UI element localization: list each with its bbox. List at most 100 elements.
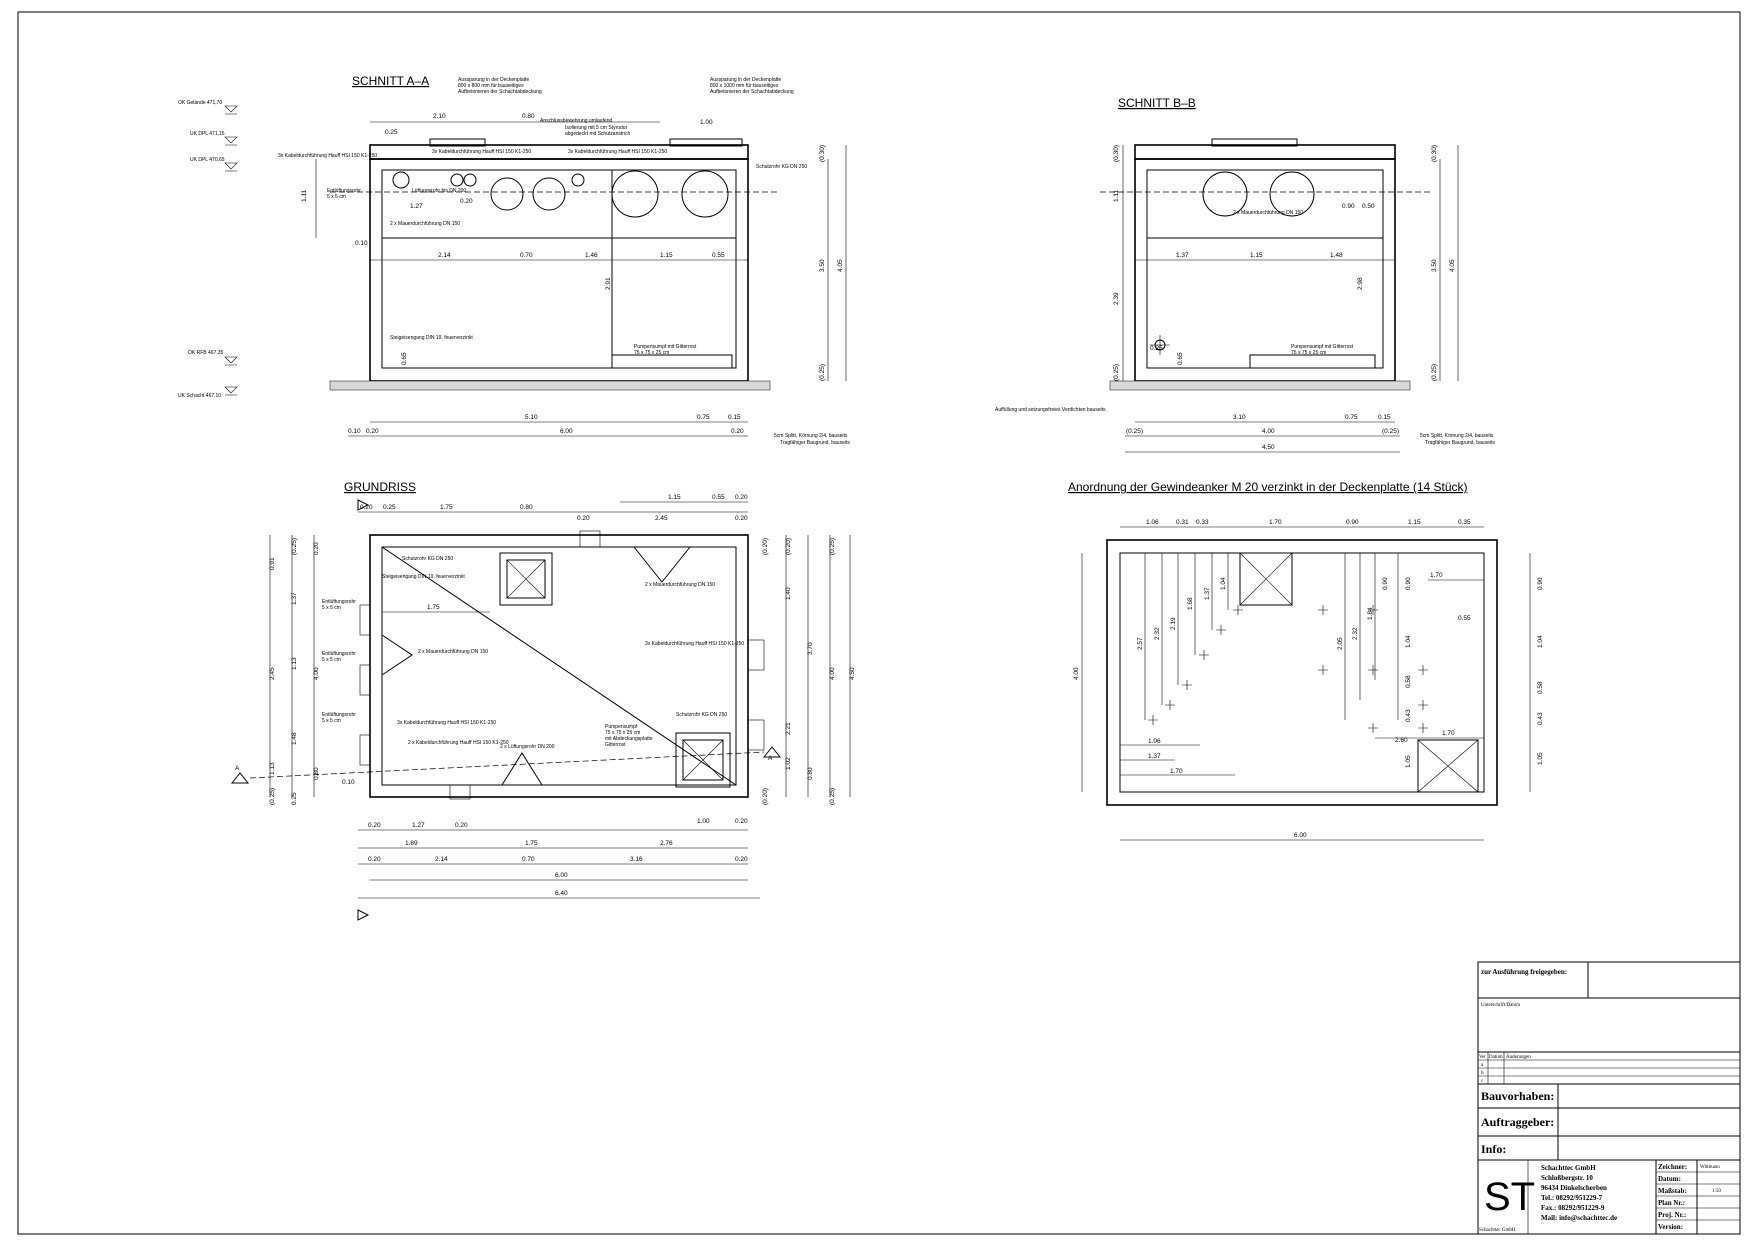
- svg-text:4.00: 4.00: [829, 667, 836, 680]
- svg-text:0.80: 0.80: [520, 504, 533, 511]
- svg-text:0.65: 0.65: [401, 352, 408, 365]
- section-bb: SCHNITT B–B 2 x Mauerdurchführung DN 150…: [995, 96, 1495, 453]
- svg-text:0.25: 0.25: [291, 792, 298, 805]
- level-rfb: OK RFB 467,35: [188, 350, 224, 356]
- svg-text:Version:: Version:: [1658, 1223, 1683, 1231]
- svg-text:0.10: 0.10: [348, 428, 361, 435]
- anchor-plan: Anordnung der Gewindeanker M 20 verzinkt…: [1068, 480, 1544, 841]
- svg-text:2.32: 2.32: [1352, 627, 1359, 640]
- svg-text:a: a: [1481, 1063, 1484, 1068]
- svg-text:1.75: 1.75: [525, 840, 538, 847]
- svg-text:1.13: 1.13: [291, 657, 298, 670]
- svg-text:4.50: 4.50: [849, 667, 856, 680]
- svg-text:Schachttec GmbH: Schachttec GmbH: [1541, 1164, 1596, 1172]
- tb-zeichner-value: Wittmann: [1700, 1165, 1720, 1170]
- level-dpl-ok: UK DPL 471,15: [190, 131, 225, 137]
- svg-text:(0.30): (0.30): [1113, 145, 1120, 162]
- svg-text:800 x 1000 mm für bauseitiges: 800 x 1000 mm für bauseitiges: [710, 83, 779, 89]
- svg-text:3.10: 3.10: [1233, 414, 1246, 421]
- svg-text:2.45: 2.45: [269, 667, 276, 680]
- anchor-opening-1: [1239, 552, 1293, 606]
- svg-text:1.04: 1.04: [1220, 577, 1227, 590]
- svg-text:1.02: 1.02: [785, 757, 792, 770]
- svg-text:Tragfähiger Baugrund, bauseits: Tragfähiger Baugrund, bauseits: [780, 440, 850, 446]
- section-marker-left: [230, 772, 250, 784]
- logo-caption: Schachttec GmbH: [1479, 1228, 1516, 1233]
- svg-text:1.70: 1.70: [1430, 572, 1443, 579]
- level-gelaende: OK Gelände 471,70: [178, 100, 222, 106]
- svg-text:0.90: 0.90: [1537, 577, 1544, 590]
- svg-text:2.05: 2.05: [1337, 637, 1344, 650]
- svg-text:Gitterrost: Gitterrost: [605, 742, 626, 748]
- svg-text:2 x Lüftungsrohr DN 200: 2 x Lüftungsrohr DN 200: [500, 744, 555, 750]
- svg-text:2.98: 2.98: [1357, 277, 1364, 290]
- svg-text:0.20: 0.20: [577, 515, 590, 522]
- svg-text:(0.25): (0.25): [1126, 428, 1143, 435]
- svg-text:0.80: 0.80: [522, 113, 535, 120]
- grundriss: GRUNDRISS A A: [230, 480, 856, 921]
- svg-text:2.10: 2.10: [433, 113, 446, 120]
- svg-text:Anschlussbewehrung umlaufend: Anschlussbewehrung umlaufend: [540, 118, 612, 124]
- svg-text:0.58: 0.58: [1405, 675, 1412, 688]
- svg-text:b: b: [1481, 1071, 1484, 1076]
- svg-text:0.43: 0.43: [1537, 712, 1544, 725]
- svg-text:3.50: 3.50: [1431, 259, 1438, 272]
- svg-text:Ver: Ver: [1479, 1055, 1486, 1060]
- svg-text:Schutzrohr KG DN 250: Schutzrohr KG DN 250: [676, 712, 727, 718]
- svg-text:Isolierung mit 5 cm Styrodur: Isolierung mit 5 cm Styrodur: [565, 125, 628, 131]
- svg-text:1.04: 1.04: [1537, 635, 1544, 648]
- tb-massstab-value: 1:50: [1712, 1189, 1721, 1194]
- level-markers: OK Gelände 471,70 UK DPL 471,15 UK DPL 4…: [178, 100, 238, 399]
- svg-text:0.20: 0.20: [735, 856, 748, 863]
- svg-text:Entlüftungsrohr: Entlüftungsrohr: [327, 188, 361, 194]
- svg-text:mit Abdeckungsplatte: mit Abdeckungsplatte: [605, 736, 653, 742]
- svg-text:(0.25): (0.25): [819, 364, 826, 381]
- svg-text:Datum:: Datum:: [1658, 1175, 1681, 1183]
- svg-text:0.10: 0.10: [355, 240, 368, 247]
- svg-text:2.14: 2.14: [438, 252, 451, 259]
- svg-text:0.20: 0.20: [368, 822, 381, 829]
- svg-text:0.90: 0.90: [1382, 577, 1389, 590]
- svg-text:0.65: 0.65: [1177, 352, 1184, 365]
- svg-text:6.00: 6.00: [560, 428, 573, 435]
- svg-text:75 x 75 x 25 cm: 75 x 75 x 25 cm: [605, 730, 640, 736]
- svg-text:Entlüftungsrohr: Entlüftungsrohr: [322, 651, 356, 657]
- svg-text:0.25: 0.25: [1150, 345, 1163, 352]
- aa-opening-2: [669, 138, 743, 147]
- svg-text:0.20: 0.20: [455, 822, 468, 829]
- svg-text:Lüftungsrohr bis DN 200: Lüftungsrohr bis DN 200: [412, 188, 466, 194]
- svg-text:Aufbetonieren der Schachtabdec: Aufbetonieren der Schachtabdeckung: [458, 89, 542, 95]
- svg-text:2.57: 2.57: [1137, 637, 1144, 650]
- svg-text:0.80: 0.80: [313, 767, 320, 780]
- svg-text:Entlüftungsrohr: Entlüftungsrohr: [322, 599, 356, 605]
- svg-text:1.70: 1.70: [1269, 519, 1282, 526]
- svg-text:Tragfähiger Baugrund, bauseits: Tragfähiger Baugrund, bauseits: [1425, 440, 1495, 446]
- svg-text:6.00: 6.00: [1294, 832, 1307, 839]
- svg-text:0.20: 0.20: [735, 818, 748, 825]
- svg-text:4.50: 4.50: [1262, 444, 1275, 451]
- svg-text:(0.25): (0.25): [269, 788, 276, 805]
- svg-text:0.90: 0.90: [1342, 203, 1355, 210]
- svg-text:(0.20): (0.20): [762, 788, 769, 805]
- svg-text:4.05: 4.05: [837, 259, 844, 272]
- svg-text:5 x 5 cm: 5 x 5 cm: [327, 194, 346, 200]
- svg-text:1.15: 1.15: [660, 252, 673, 259]
- plan-inner-wall: [381, 546, 737, 786]
- svg-text:abgedeckt mit Schutzanstrich: abgedeckt mit Schutzanstrich: [565, 131, 631, 137]
- svg-text:Maßstab:: Maßstab:: [1658, 1187, 1687, 1195]
- svg-text:0.31: 0.31: [1176, 519, 1189, 526]
- svg-text:1.11: 1.11: [301, 189, 308, 202]
- svg-text:2.14: 2.14: [435, 856, 448, 863]
- svg-text:0.55: 0.55: [712, 494, 725, 501]
- svg-text:1.11: 1.11: [1113, 189, 1120, 202]
- svg-text:0.90: 0.90: [1405, 577, 1412, 590]
- svg-text:5.10: 5.10: [525, 414, 538, 421]
- svg-text:0.91: 0.91: [269, 557, 276, 570]
- svg-text:2 x Mauerdurchführung DN 150: 2 x Mauerdurchführung DN 150: [390, 221, 460, 227]
- svg-text:0.55: 0.55: [712, 252, 725, 259]
- svg-text:0.80: 0.80: [807, 767, 814, 780]
- svg-text:1.89: 1.89: [405, 840, 418, 847]
- svg-text:1.05: 1.05: [1405, 755, 1412, 768]
- svg-text:0.10: 0.10: [342, 779, 355, 786]
- svg-text:3x Kabeldurchführung Hauff HSI: 3x Kabeldurchführung Hauff HSI 150 K1-25…: [432, 149, 531, 155]
